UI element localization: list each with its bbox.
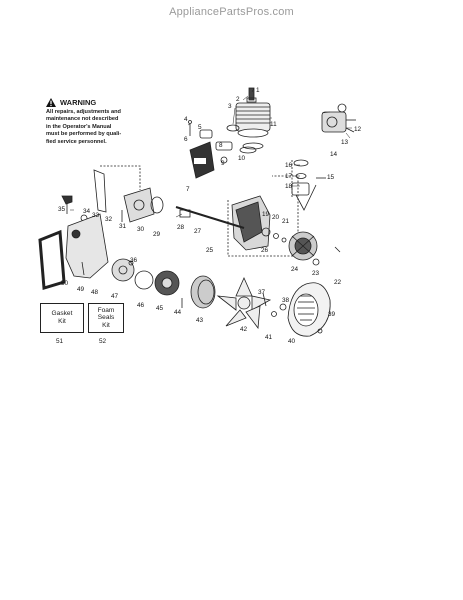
watermark: AppliancePartsPros.com xyxy=(169,6,294,18)
air-filter-cover-part xyxy=(189,141,215,179)
callout-26: 26 xyxy=(261,247,269,254)
callout-28: 28 xyxy=(177,224,185,231)
flywheel-part xyxy=(288,231,318,261)
warning-notice: WARNING All repairs, adjustments and mai… xyxy=(46,98,144,146)
callout-35: 35 xyxy=(58,206,66,213)
callout-48: 48 xyxy=(91,289,99,296)
callout-21: 21 xyxy=(282,218,290,225)
callout-1: 1 xyxy=(256,87,260,94)
impeller-hardware xyxy=(262,292,287,317)
callout-8: 8 xyxy=(219,142,223,149)
gasket-kit-label-1: Gasket xyxy=(51,310,73,318)
callout-38: 38 xyxy=(282,297,290,304)
gasket-kit-label-2: Kit xyxy=(58,318,66,325)
callout-45: 45 xyxy=(156,305,164,312)
warning-triangle-icon xyxy=(46,98,56,107)
callout-12: 12 xyxy=(354,126,362,133)
callout-20: 20 xyxy=(272,214,280,221)
warning-line: in the Operator's Manual xyxy=(46,123,112,130)
crankcase-part xyxy=(175,195,287,251)
small-hardware xyxy=(188,120,257,164)
callout-14: 14 xyxy=(330,151,338,158)
callout-31: 31 xyxy=(119,223,127,230)
intake-block-part xyxy=(121,187,164,223)
warning-line: All repairs, adjustments and xyxy=(46,109,121,115)
callout-9: 9 xyxy=(221,160,225,167)
callout-41: 41 xyxy=(265,334,273,341)
callout-34: 34 xyxy=(83,208,91,215)
callout-3: 3 xyxy=(228,103,232,110)
callout-13: 13 xyxy=(341,139,349,146)
impeller-part xyxy=(216,277,272,330)
callout-17: 17 xyxy=(285,173,293,180)
callout-24: 24 xyxy=(291,266,299,273)
callout-22: 22 xyxy=(334,279,342,286)
callout-32: 32 xyxy=(105,216,113,223)
callout-36: 36 xyxy=(130,257,138,264)
callout-30: 30 xyxy=(137,226,145,233)
foam-kit-label-3: Kit xyxy=(102,321,110,329)
fan-disc-part xyxy=(190,275,216,309)
callout-47: 47 xyxy=(111,293,119,300)
callout-5: 5 xyxy=(198,124,202,131)
callout-4: 4 xyxy=(184,116,188,123)
callout-49: 49 xyxy=(77,286,85,293)
callout-2: 2 xyxy=(236,96,240,103)
foam-kit-label-2: Seals xyxy=(97,314,115,322)
callout-25: 25 xyxy=(206,247,214,254)
piston-part xyxy=(291,159,326,211)
callout-15: 15 xyxy=(327,174,335,181)
callout-44: 44 xyxy=(174,309,182,316)
callouts: 1 2 3 4 5 6 7 8 9 10 11 12 13 14 15 16 1… xyxy=(58,87,362,345)
warning-line: must be performed by quali- xyxy=(46,131,122,138)
foam-kit-number: 52 xyxy=(99,338,107,345)
warning-line: fied service personnel. xyxy=(46,138,107,145)
fan-cover-part xyxy=(287,282,331,337)
clutch-part xyxy=(154,270,180,296)
leader-lines xyxy=(70,87,352,218)
blower-housing-part xyxy=(38,213,109,290)
foam-kit-label-1: Foam xyxy=(97,306,115,314)
callout-43: 43 xyxy=(196,317,204,324)
callout-33: 33 xyxy=(92,212,100,219)
starter-pulley-part xyxy=(111,258,135,282)
warning-title: WARNING xyxy=(60,98,97,107)
callout-39: 39 xyxy=(328,311,336,318)
callout-11: 11 xyxy=(270,121,277,128)
callout-7: 7 xyxy=(186,186,190,193)
callout-18: 18 xyxy=(285,183,293,190)
callout-29: 29 xyxy=(153,231,161,238)
callout-6: 6 xyxy=(184,136,188,143)
callout-46: 46 xyxy=(137,302,145,309)
callout-23: 23 xyxy=(312,270,320,277)
callout-50: 50 xyxy=(61,280,69,287)
callout-42: 42 xyxy=(240,326,248,333)
gasket-kit-number: 51 xyxy=(56,338,64,345)
gasket-kit-box: Gasket Kit xyxy=(40,303,84,333)
warning-text: All repairs, adjustments and maintenance… xyxy=(46,109,144,146)
warning-line: maintenance not described xyxy=(46,116,119,123)
callout-27: 27 xyxy=(194,228,202,235)
spark-plug-part xyxy=(246,87,257,103)
washer-part xyxy=(134,270,154,290)
foam-seals-kit-box: Foam Seals Kit xyxy=(88,303,124,333)
callout-10: 10 xyxy=(238,155,246,162)
cylinder-part xyxy=(235,102,271,150)
carburetor-part xyxy=(321,103,356,133)
callout-37: 37 xyxy=(258,289,266,296)
screw-hardware xyxy=(312,246,341,266)
callout-40: 40 xyxy=(288,338,296,345)
callout-16: 16 xyxy=(285,162,293,169)
callout-19: 19 xyxy=(262,211,270,218)
